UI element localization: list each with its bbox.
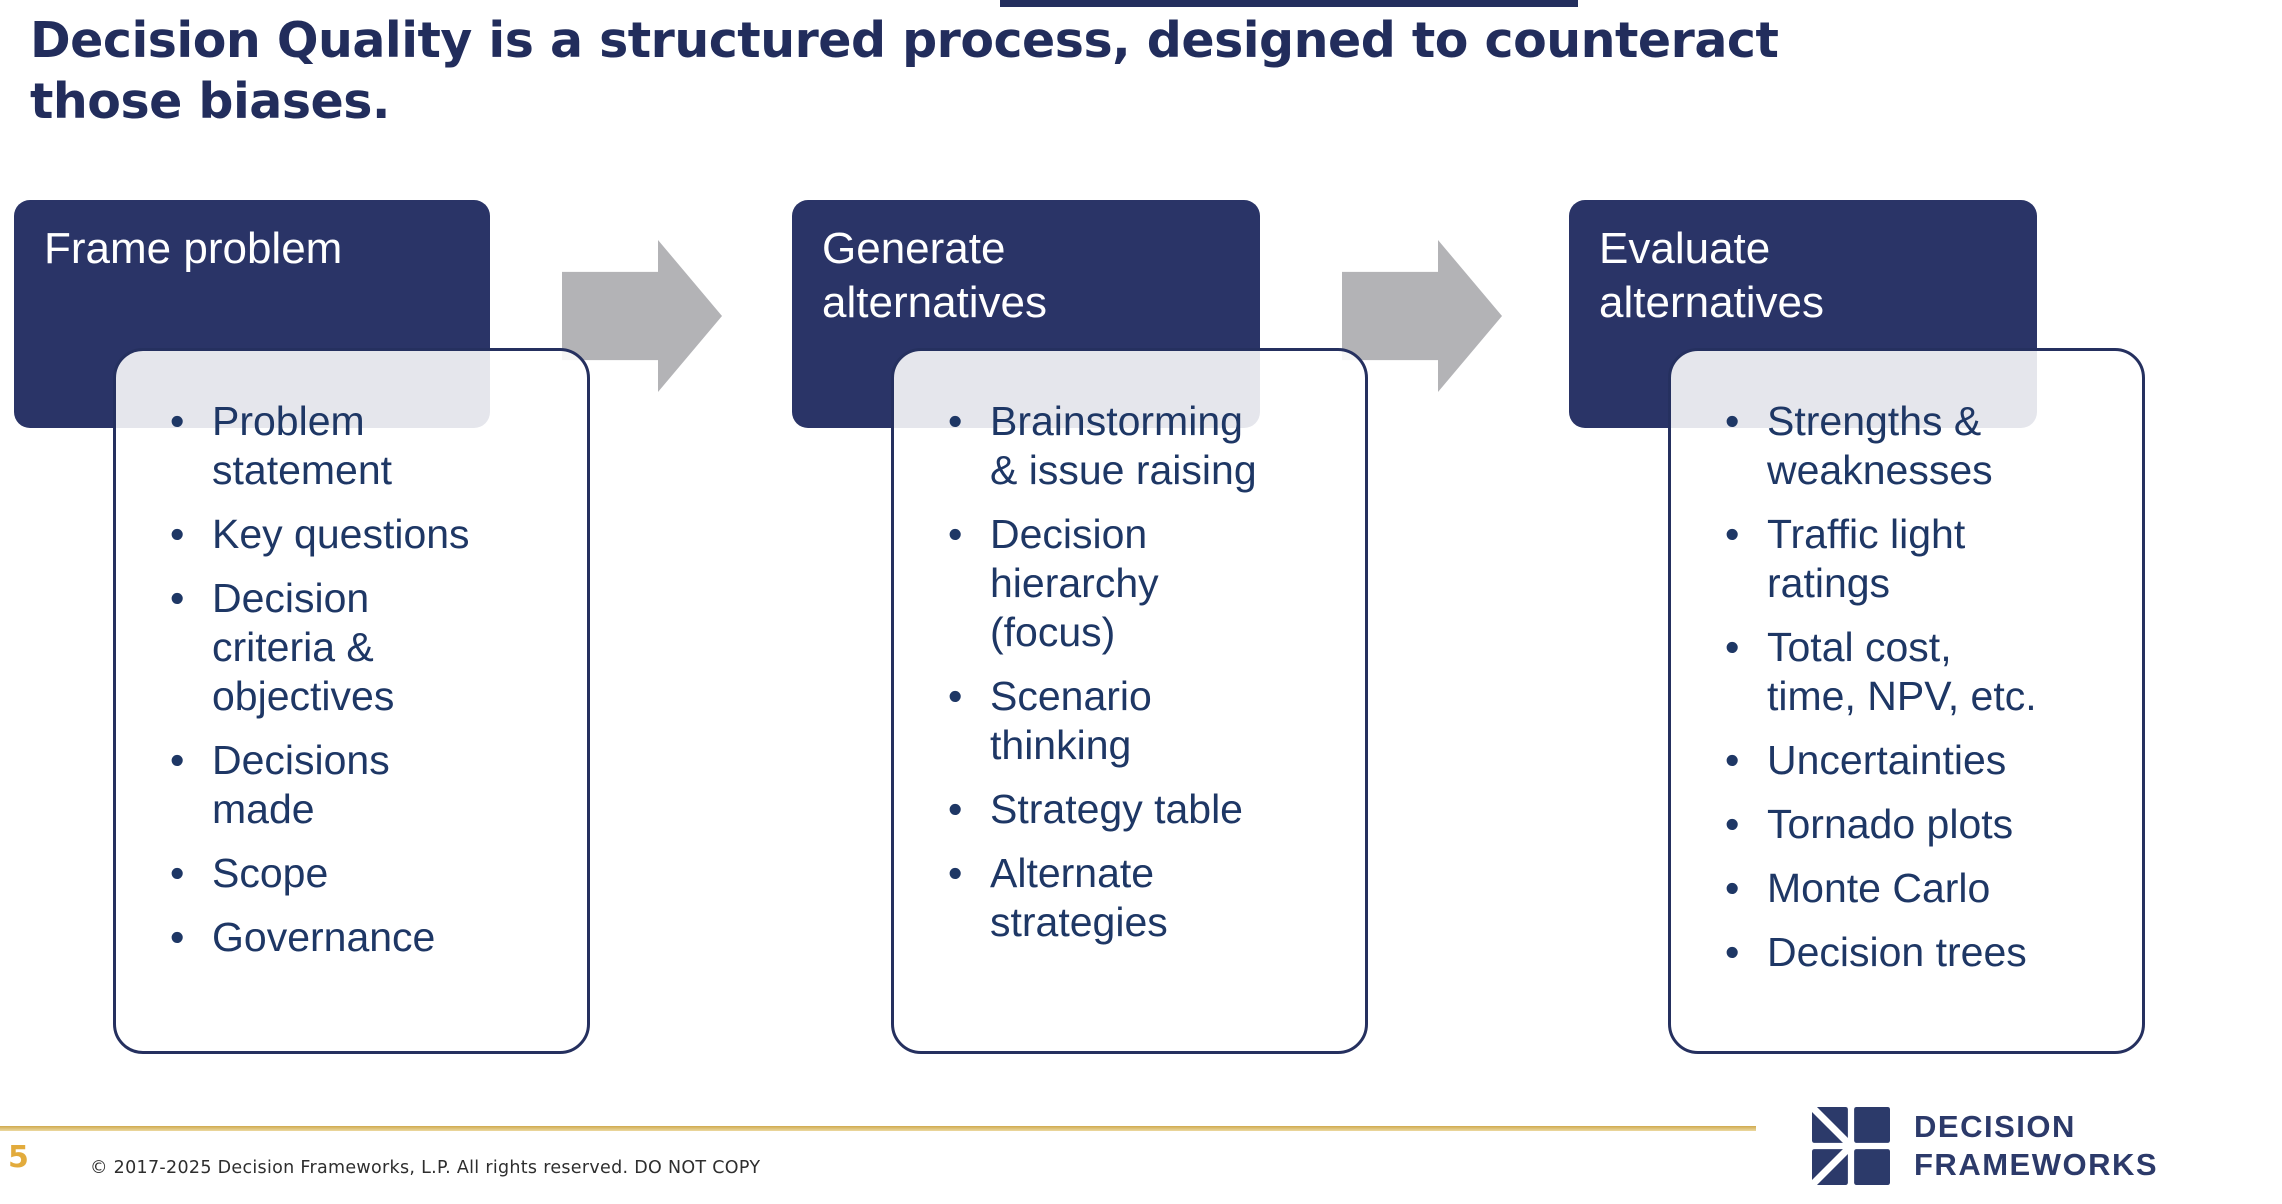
detail-card-evaluate-alternatives: Strengths & weaknessesTraffic light rati…	[1668, 348, 2145, 1054]
bullet-item: Decision hierarchy (focus)	[944, 510, 1345, 657]
bullet-item: Problem statement	[166, 397, 567, 495]
bullet-item: Monte Carlo	[1721, 864, 2122, 913]
decision-frameworks-grid-icon	[1812, 1106, 1890, 1186]
bullet-item: Key questions	[166, 510, 567, 559]
copyright-text: © 2017-2025 Decision Frameworks, L.P. Al…	[90, 1158, 761, 1178]
page-number: 5	[8, 1140, 29, 1175]
detail-card-frame-problem: Problem statementKey questionsDecision c…	[113, 348, 590, 1054]
stage-box-evaluate-alternatives: Evaluate alternatives	[1569, 200, 2037, 428]
bullet-item: Decision criteria & objectives	[166, 574, 567, 721]
detail-card-generate-alternatives: Brainstorming & issue raisingDecision hi…	[891, 348, 1368, 1054]
bullet-item: Strengths & weaknesses	[1721, 397, 2122, 495]
bullet-item: Traffic light ratings	[1721, 510, 2122, 608]
slide-title: Decision Quality is a structured process…	[30, 12, 1779, 130]
bullet-item: Brainstorming & issue raising	[944, 397, 1345, 495]
bullet-item: Scope	[166, 849, 567, 898]
bullet-item: Decisions made	[166, 736, 567, 834]
bullet-list: Strengths & weaknessesTraffic light rati…	[1721, 397, 2122, 977]
bullet-list: Problem statementKey questionsDecision c…	[166, 397, 567, 962]
footer-divider-line	[0, 1126, 1756, 1131]
bullet-item: Uncertainties	[1721, 736, 2122, 785]
bullet-item: Tornado plots	[1721, 800, 2122, 849]
bullet-item: Decision trees	[1721, 928, 2122, 977]
top-accent-bar	[1000, 0, 1578, 7]
bullet-list: Brainstorming & issue raisingDecision hi…	[944, 397, 1345, 947]
logo-wordmark: DECISION FRAMEWORKS	[1914, 1109, 2159, 1182]
decision-frameworks-logo: DECISION FRAMEWORKS	[1812, 1106, 2158, 1186]
bullet-item: Governance	[166, 913, 567, 962]
bullet-item: Scenario thinking	[944, 672, 1345, 770]
bullet-item: Strategy table	[944, 785, 1345, 834]
bullet-item: Total cost, time, NPV, etc.	[1721, 623, 2122, 721]
bullet-item: Alternate strategies	[944, 849, 1345, 947]
